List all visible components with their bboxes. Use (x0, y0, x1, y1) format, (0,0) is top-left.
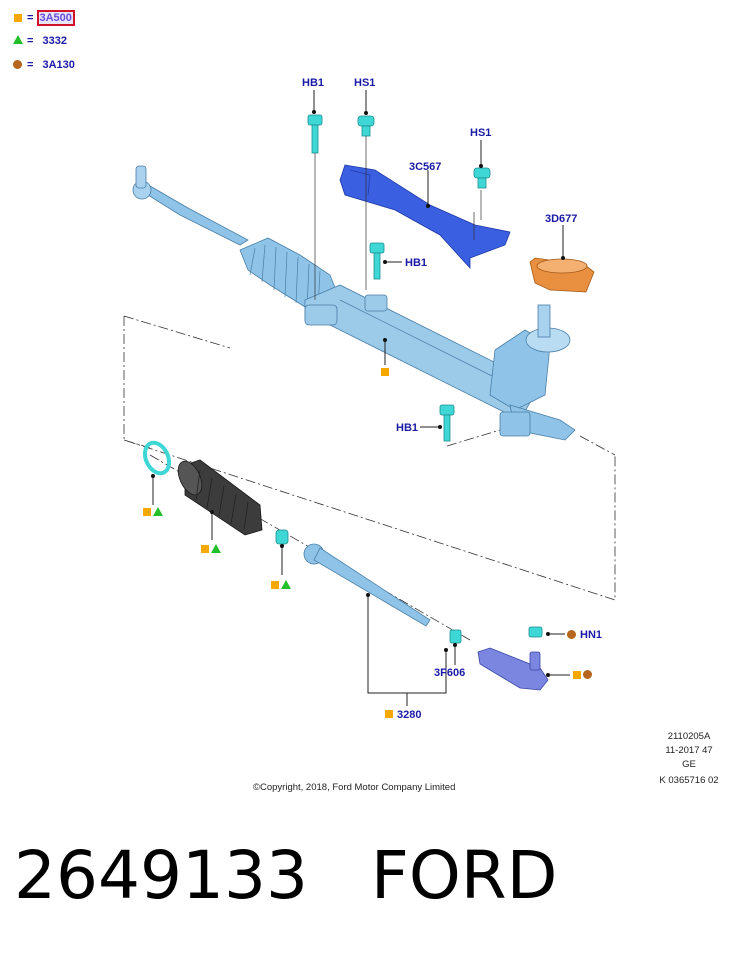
legend-equals: = (27, 35, 34, 47)
legend-equals: = (27, 59, 34, 71)
legend-item-3a130: = 3A130 (27, 59, 75, 71)
legend-code-3332: 3332 (42, 35, 67, 47)
legend-item-3332: = 3332 (27, 35, 67, 47)
callout-3c567: 3C567 (409, 161, 442, 173)
ident-line-2: 11-2017 47 (665, 745, 713, 756)
legend-circle-symbol (13, 60, 22, 69)
callout-triangle-ring (153, 507, 163, 516)
legend-code-3a130: 3A130 (42, 59, 75, 71)
callout-square-clip (271, 581, 279, 589)
ident-line-4: K 0365716 02 (659, 775, 719, 786)
callout-hs1-right: HS1 (470, 127, 492, 139)
callout-square-gear (381, 368, 389, 376)
callout-hb1-low: HB1 (396, 422, 419, 434)
callout-square-boot (201, 545, 209, 553)
ident-line-1: 2110205A (667, 731, 711, 742)
legend-item-3a500: = 3A500 (27, 10, 75, 26)
legend-square-symbol (14, 14, 22, 22)
clamp-ring (142, 440, 172, 476)
legend-triangle-symbol (13, 35, 23, 44)
callout-square-3280 (385, 710, 393, 718)
callout-triangle-boot (211, 544, 221, 553)
bolt-hs1-top (357, 115, 375, 137)
nut-hn1 (528, 626, 543, 638)
callout-hn1: HN1 (580, 629, 603, 641)
legend-equals: = (27, 12, 34, 24)
exploded-view-frame (123, 315, 616, 601)
leader-dots (151, 110, 565, 677)
bolt-hs1-right (473, 167, 491, 189)
callout-hb1-top: HB1 (302, 77, 325, 89)
steering-gear-assembly (132, 165, 576, 441)
callout-3280: 3280 (397, 709, 422, 721)
bolt-hb1-low (439, 404, 455, 442)
leader-lines (152, 90, 570, 706)
boot-gaiter (177, 459, 263, 536)
seal-3d677 (529, 257, 595, 293)
clip-small (275, 529, 289, 545)
inner-tie-rod (303, 543, 431, 627)
lock-nut-3f606 (449, 629, 462, 644)
callout-3d677: 3D677 (545, 213, 578, 225)
callout-hb1-mid: HB1 (405, 257, 428, 269)
callout-square-tie-rod-end (573, 671, 581, 679)
callout-circle-tie-rod-end (583, 670, 592, 679)
callout-circle-hn1 (567, 630, 576, 639)
callout-square-ring (143, 508, 151, 516)
bolt-hb1-mid (369, 242, 385, 280)
outer-tie-rod-end (477, 647, 549, 691)
bolt-hb1-top (307, 114, 323, 154)
ident-line-3: GE (682, 759, 696, 770)
callout-3f606: 3F606 (434, 667, 466, 679)
callout-triangle-clip (281, 580, 291, 589)
copyright-notice: ©Copyright, 2018, Ford Motor Company Lim… (253, 782, 456, 793)
legend-code-3a500[interactable]: 3A500 (36, 10, 75, 26)
bracket-3c567 (339, 164, 511, 270)
part-number-caption: 2649133 FORD (14, 837, 558, 914)
callout-hs1-top: HS1 (354, 77, 376, 89)
